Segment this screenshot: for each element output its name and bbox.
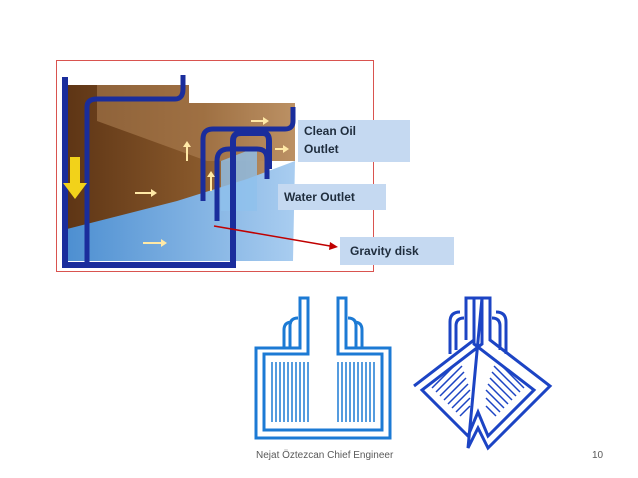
disk-outline-illustrations <box>254 296 553 451</box>
clean-oil-label-line1: Clean Oil <box>304 124 357 138</box>
conical-gravity-disk <box>413 296 553 451</box>
feed-tube <box>84 75 186 265</box>
gravity-disk-label: Gravity disk <box>340 237 454 265</box>
conical-disk-stack-left <box>431 359 471 417</box>
bowl-wall <box>62 77 236 268</box>
square-disk-stack-right <box>337 362 375 422</box>
down-arrow-icon <box>63 157 87 199</box>
gravity-disk-wall <box>230 130 272 169</box>
conical-disk-stack-right <box>485 359 525 417</box>
page-number: 10 <box>592 450 604 461</box>
clean-oil-outlet-label: Clean Oil Outlet <box>298 120 410 162</box>
flow-arrow-icon <box>135 117 289 247</box>
square-disk-stack-left <box>271 362 309 422</box>
water-outlet-pipe <box>214 146 270 221</box>
footer-author: Nejat Öztezcan Chief Engineer <box>256 450 394 461</box>
oil-outlet-pipe <box>200 107 296 201</box>
oil-upper-layer <box>97 85 295 161</box>
water-outlet-label: Water Outlet <box>278 184 386 210</box>
square-gravity-disk <box>254 296 392 440</box>
clean-oil-label-line2: Outlet <box>304 142 339 156</box>
separator-illustration <box>56 60 374 272</box>
separator-bowl-diagram <box>62 75 296 268</box>
